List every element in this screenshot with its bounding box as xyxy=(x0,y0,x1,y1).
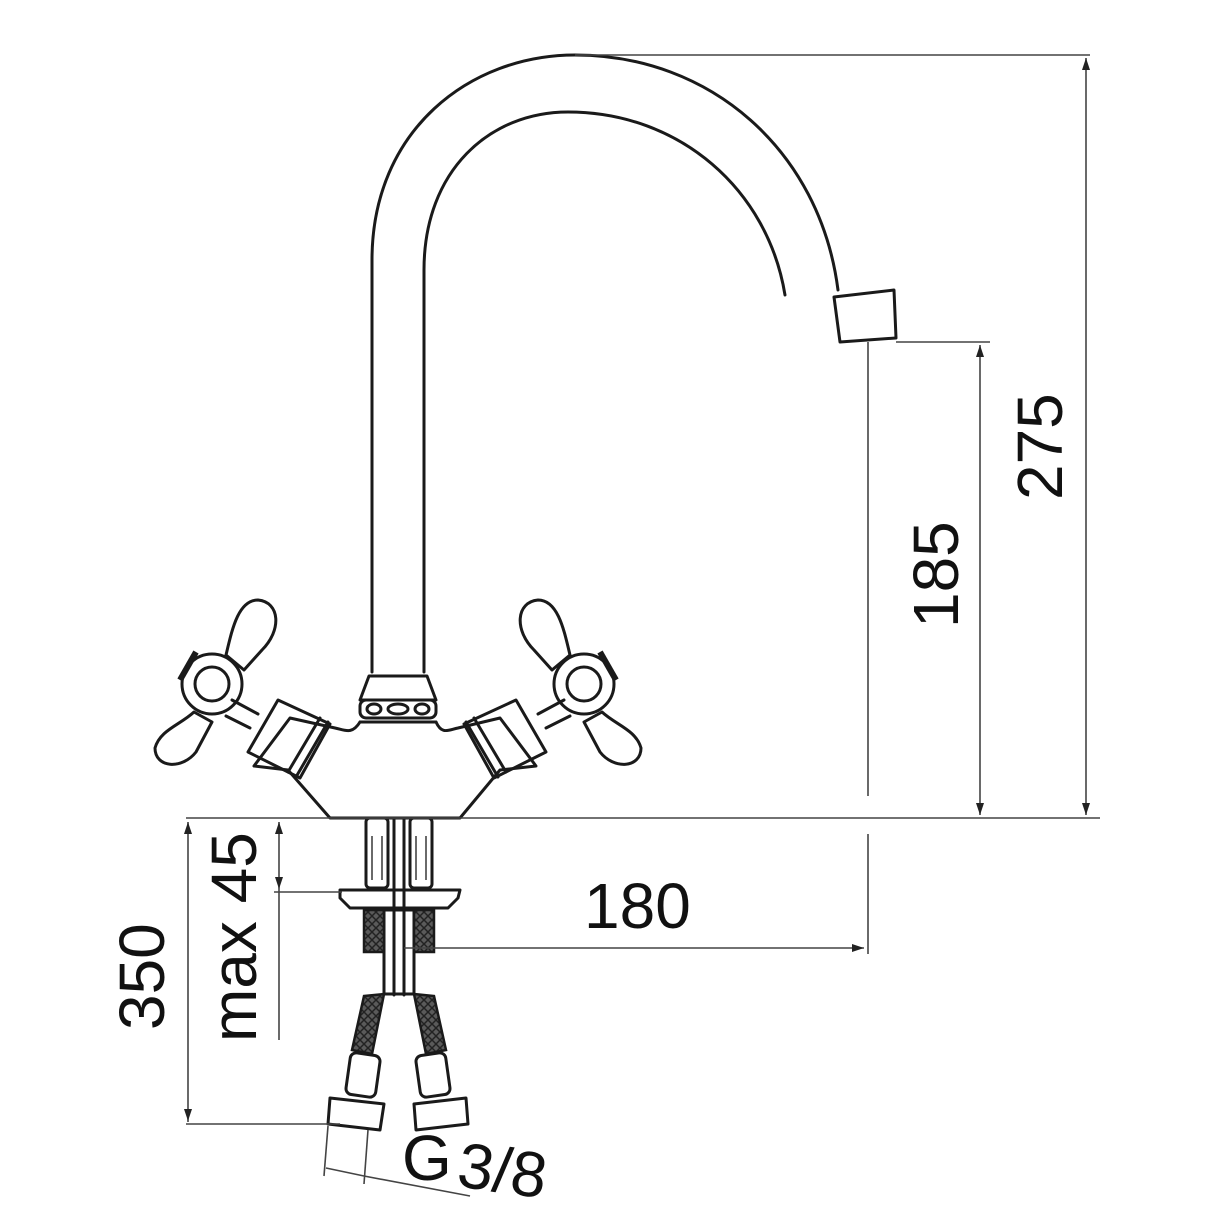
left-hose-nut xyxy=(326,1096,386,1132)
left-valve-sleeve xyxy=(246,698,332,780)
spout-collar xyxy=(358,674,438,724)
dimension-max-45: max 45 xyxy=(198,832,270,1042)
right-hose-nut xyxy=(412,1096,470,1132)
dimension-lines xyxy=(184,54,1100,1125)
thread-label-size: 3/8 xyxy=(453,1129,551,1213)
flexible-hoses xyxy=(323,992,471,1197)
right-cross-handle[interactable] xyxy=(518,598,643,766)
spout xyxy=(370,53,898,674)
dimension-185: 185 xyxy=(900,521,972,628)
right-handle-hub xyxy=(552,652,616,716)
mounting-washer xyxy=(338,888,462,910)
left-cross-handle[interactable] xyxy=(153,598,278,766)
dimension-180: 180 xyxy=(584,870,691,942)
dimension-350: 350 xyxy=(106,923,178,1030)
dimension-275: 275 xyxy=(1004,393,1076,500)
right-valve-sleeve xyxy=(462,698,548,780)
right-handle-index-cap xyxy=(565,665,603,703)
mixer-body xyxy=(246,698,548,820)
mounting-hardware xyxy=(338,816,462,997)
left-handle-hub xyxy=(180,652,244,716)
aerator xyxy=(832,288,898,344)
left-handle-index-cap xyxy=(193,665,231,703)
thread-label-g: G xyxy=(402,1122,452,1194)
